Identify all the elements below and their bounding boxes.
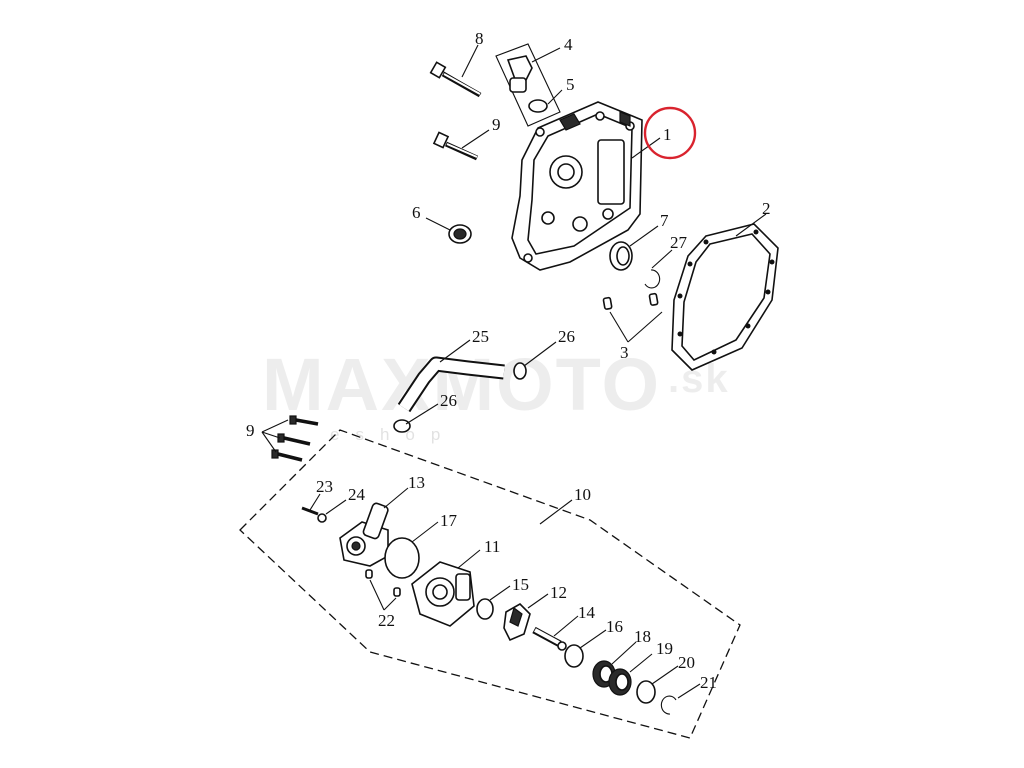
pump-body-11 bbox=[411, 561, 475, 627]
pin-22a bbox=[365, 569, 373, 579]
highlight-circle bbox=[643, 106, 697, 160]
leader-26-lower bbox=[405, 403, 439, 425]
callout-8: 8 bbox=[475, 29, 484, 48]
leader-21 bbox=[677, 683, 701, 699]
leader-1 bbox=[631, 137, 661, 159]
callout-14: 14 bbox=[578, 603, 596, 622]
callout-3: 3 bbox=[620, 343, 629, 362]
leader-27 bbox=[651, 249, 673, 269]
leader-8 bbox=[461, 44, 479, 78]
leader-10 bbox=[539, 499, 573, 525]
dowel-pins-3 bbox=[602, 292, 659, 310]
seal-16 bbox=[564, 644, 584, 668]
leader-19 bbox=[629, 653, 653, 673]
callout-18: 18 bbox=[634, 627, 651, 646]
callout-22: 22 bbox=[378, 611, 395, 630]
o-ring-15 bbox=[476, 598, 494, 620]
callout-9-upper: 9 bbox=[492, 115, 501, 134]
leader-23 bbox=[309, 493, 321, 511]
leader-18 bbox=[611, 641, 637, 665]
impeller-12 bbox=[503, 603, 531, 642]
callout-17: 17 bbox=[440, 511, 458, 530]
callout-6: 6 bbox=[412, 203, 421, 222]
bolt-8 bbox=[429, 61, 482, 98]
bearing-19 bbox=[608, 668, 632, 696]
callout-16: 16 bbox=[606, 617, 623, 636]
oil-seal-7 bbox=[609, 241, 633, 271]
hose-clamp-26-lower bbox=[393, 419, 411, 433]
leader-15 bbox=[489, 585, 511, 601]
callout-20: 20 bbox=[678, 653, 695, 672]
callout-labels: 1 2 3 4 5 6 7 8 9 9 10 11 12 13 14 15 16… bbox=[246, 29, 771, 692]
callout-25: 25 bbox=[472, 327, 489, 346]
bolt-23 bbox=[301, 506, 319, 516]
leader-20 bbox=[651, 665, 679, 685]
callout-15: 15 bbox=[512, 575, 529, 594]
callout-23: 23 bbox=[316, 477, 333, 496]
leader-4 bbox=[531, 47, 561, 63]
callout-9-lower: 9 bbox=[246, 421, 255, 440]
hose-clamp-26-upper bbox=[513, 362, 527, 380]
callout-26-upper: 26 bbox=[558, 327, 575, 346]
callout-5: 5 bbox=[566, 75, 575, 94]
callout-4: 4 bbox=[564, 35, 573, 54]
callout-21: 21 bbox=[700, 673, 717, 692]
leader-9-lower-b bbox=[261, 431, 281, 439]
leader-5 bbox=[547, 89, 563, 105]
leader-26-upper bbox=[523, 341, 557, 367]
bolt-9-upper bbox=[432, 131, 479, 161]
leader-14 bbox=[553, 615, 579, 637]
bolt-24 bbox=[317, 513, 327, 523]
leader-11 bbox=[457, 549, 481, 569]
leader-13 bbox=[383, 487, 409, 509]
leader-3b bbox=[627, 311, 663, 343]
pin-22b bbox=[393, 587, 401, 597]
leader-2 bbox=[735, 213, 767, 237]
seal-20 bbox=[636, 680, 656, 704]
callout-27: 27 bbox=[670, 233, 688, 252]
leader-6 bbox=[425, 217, 451, 231]
callout-13: 13 bbox=[408, 473, 425, 492]
leader-12 bbox=[527, 593, 549, 609]
leader-9-lower-c bbox=[261, 431, 277, 453]
watermark-brand: MAXMOTO bbox=[262, 343, 661, 426]
leader-9-upper bbox=[461, 129, 490, 149]
callout-10: 10 bbox=[574, 485, 591, 504]
callout-24: 24 bbox=[348, 485, 366, 504]
o-ring-17 bbox=[384, 537, 420, 579]
callout-1: 1 bbox=[663, 125, 672, 144]
leader-22a bbox=[369, 579, 385, 611]
bolts-9-lower bbox=[271, 415, 319, 462]
pump-shaft-14 bbox=[532, 626, 567, 651]
watermark-tagline: eshop bbox=[330, 425, 456, 444]
callout-2: 2 bbox=[762, 199, 771, 218]
leader-25 bbox=[439, 339, 471, 363]
circlip-27 bbox=[644, 269, 661, 289]
callout-12: 12 bbox=[550, 583, 567, 602]
callout-26-lower: 26 bbox=[440, 391, 457, 410]
water-hose-25 bbox=[397, 356, 505, 413]
oil-filler-cap-4 bbox=[495, 43, 561, 127]
leader-16 bbox=[579, 629, 607, 649]
callout-11: 11 bbox=[484, 537, 500, 556]
leader-9-lower-a bbox=[261, 419, 289, 433]
leader-22b bbox=[383, 597, 397, 611]
plug-6 bbox=[448, 224, 472, 244]
leader-3a bbox=[609, 311, 629, 343]
water-pump-assembly-box-10 bbox=[239, 429, 741, 739]
watermark: MAXMOTO .sk eshop bbox=[262, 343, 728, 444]
leader-24 bbox=[325, 499, 347, 515]
gasket-2 bbox=[671, 223, 779, 371]
circlip-21 bbox=[660, 695, 677, 715]
pump-cover-13 bbox=[339, 502, 389, 567]
callout-7: 7 bbox=[660, 211, 669, 230]
callout-19: 19 bbox=[656, 639, 673, 658]
crankcase-cover-1 bbox=[511, 101, 643, 271]
leader-17 bbox=[411, 521, 439, 543]
leader-7 bbox=[629, 225, 659, 247]
